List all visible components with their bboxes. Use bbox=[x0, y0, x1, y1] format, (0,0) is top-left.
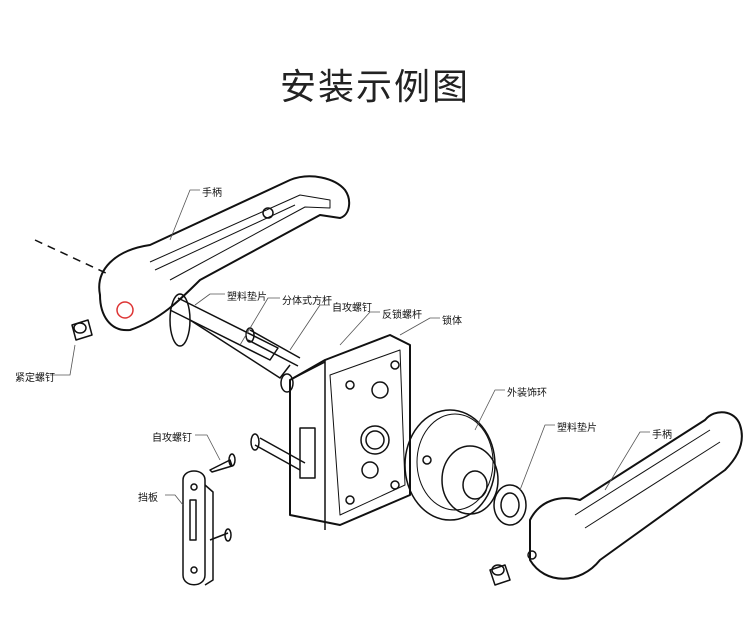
outer-rose bbox=[404, 409, 499, 521]
set-screw bbox=[71, 319, 93, 341]
plastic-washer-bottom bbox=[493, 484, 527, 526]
label-strike-plate: 挡板 bbox=[138, 493, 158, 504]
handle-top bbox=[98, 175, 351, 332]
label-self-tapping-screw-left: 自攻螺钉 bbox=[152, 433, 192, 444]
handle-bottom bbox=[527, 411, 743, 580]
split-spindle bbox=[169, 297, 279, 361]
label-plastic-washer-bottom: 塑料垫片 bbox=[557, 423, 597, 434]
label-self-tapping-screw-top: 自攻螺钉 bbox=[332, 303, 372, 314]
strike-plate bbox=[182, 470, 206, 586]
lock-body bbox=[280, 334, 411, 530]
label-handle-top: 手柄 bbox=[202, 188, 222, 199]
label-plastic-washer-top: 塑料垫片 bbox=[227, 292, 267, 303]
screw-left bbox=[254, 437, 306, 471]
set-screw-bottom bbox=[489, 564, 511, 586]
axis-line bbox=[34, 239, 111, 276]
leader-lines bbox=[50, 189, 650, 506]
label-set-screw: 紧定螺钉 bbox=[15, 373, 55, 384]
label-outer-rose: 外装饰环 bbox=[507, 388, 547, 399]
label-handle-bottom: 手柄 bbox=[652, 430, 672, 441]
screw-top bbox=[247, 329, 301, 367]
label-lock-body: 锁体 bbox=[442, 316, 462, 327]
page-title: 安装示例图 bbox=[279, 67, 470, 108]
label-split-spindle: 分体式方杆 bbox=[282, 296, 332, 307]
label-lock-screw-rod: 反锁螺杆 bbox=[382, 310, 422, 321]
